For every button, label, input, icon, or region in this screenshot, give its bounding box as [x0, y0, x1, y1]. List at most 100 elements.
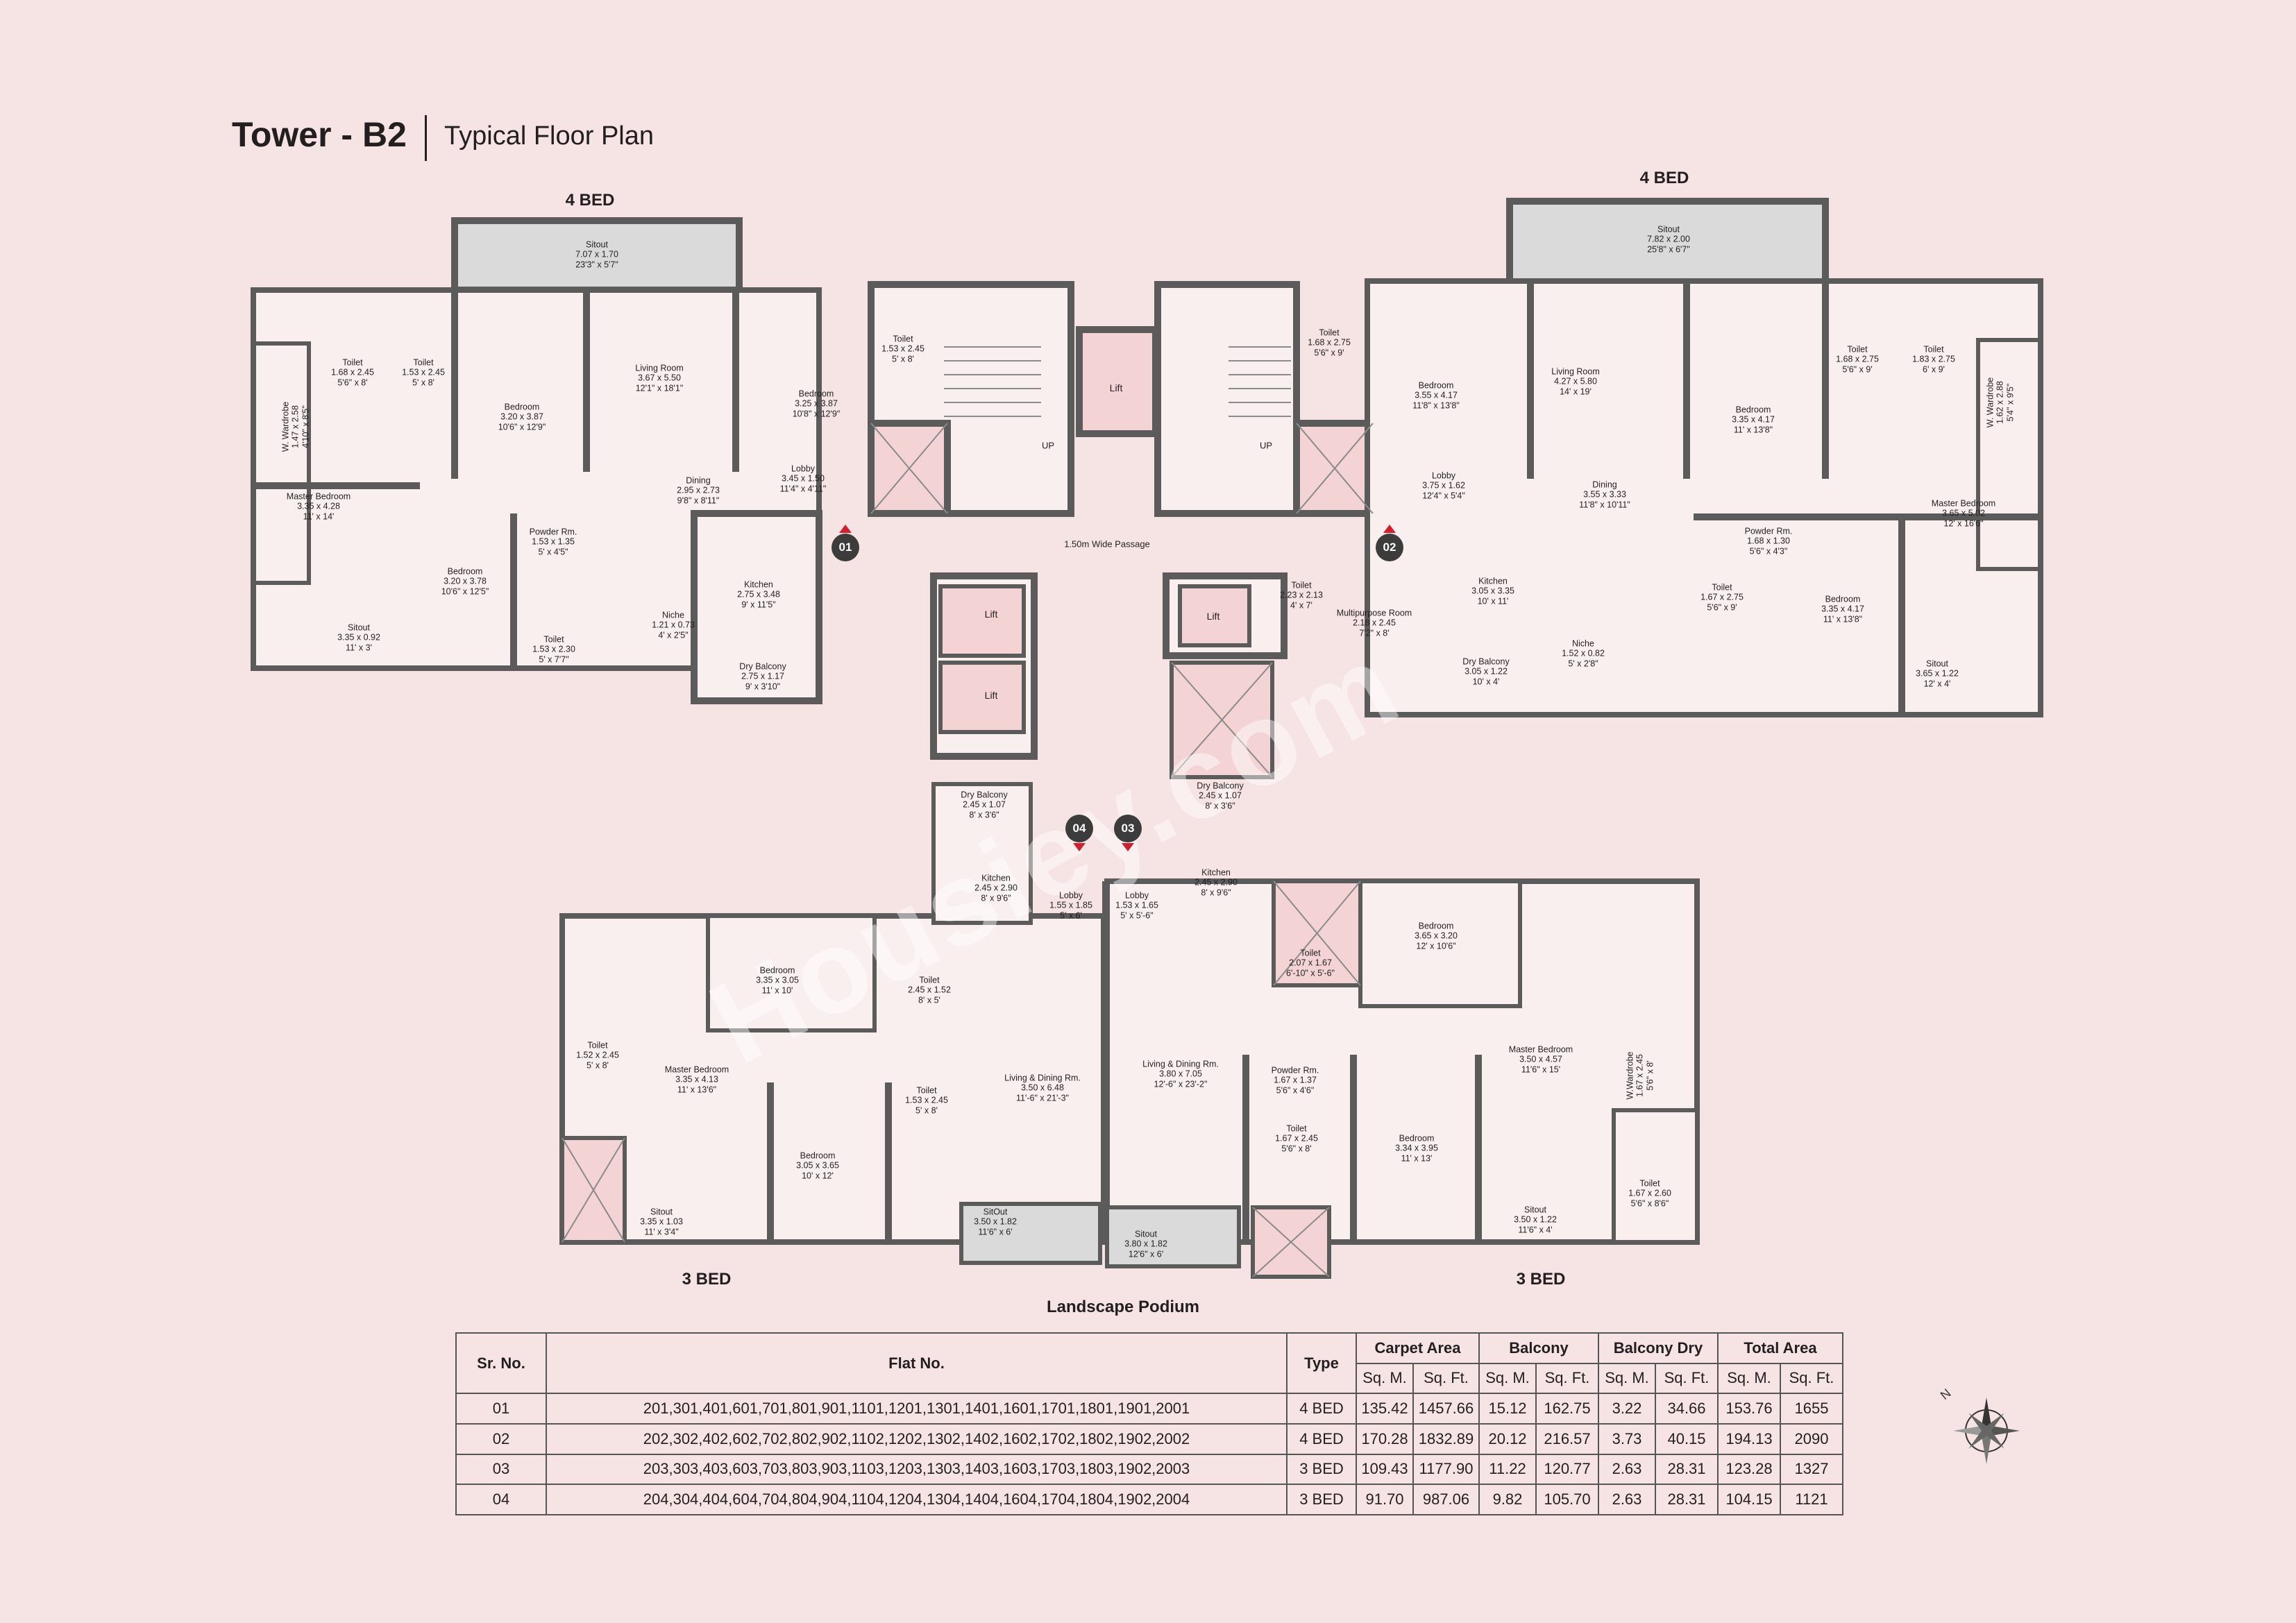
- table-cell: 1177.90: [1412, 1453, 1480, 1486]
- lift-label: Lift: [1109, 382, 1123, 393]
- table-cell: 15.12: [1478, 1393, 1537, 1425]
- table-cell: 135.42: [1356, 1393, 1414, 1425]
- table-cell: 2.63: [1598, 1453, 1656, 1486]
- table-header: Carpet Area: [1356, 1332, 1480, 1364]
- table-cell: 20.12: [1478, 1422, 1537, 1455]
- area-table: Sr. No. Flat No. Type Carpet Area Balcon…: [455, 1332, 1843, 1515]
- table-cell: 03: [455, 1453, 547, 1486]
- compass-icon: N: [1938, 1386, 2020, 1464]
- page-subtitle: Typical Floor Plan: [444, 121, 655, 151]
- table-cell: 120.77: [1535, 1453, 1599, 1486]
- table-subheader: Sq. Ft.: [1535, 1362, 1599, 1395]
- table-cell: 28.31: [1655, 1484, 1719, 1515]
- stair-up-label: UP: [1259, 440, 1273, 451]
- table-cell: 153.76: [1717, 1393, 1781, 1425]
- table-subheader: Sq. M.: [1598, 1362, 1656, 1395]
- table-cell: 34.66: [1655, 1393, 1719, 1425]
- table-cell: 105.70: [1535, 1484, 1599, 1515]
- table-cell: 2090: [1780, 1422, 1843, 1455]
- table-row: 02 202,302,402,602,702,802,902,1102,1202…: [455, 1422, 1843, 1455]
- title-divider: [425, 115, 427, 161]
- lift-label: Lift: [984, 690, 998, 701]
- wing-label-bottom-right: 3 BED: [1516, 1270, 1566, 1289]
- table-cell: 4 BED: [1286, 1422, 1357, 1455]
- table-cell: 170.28: [1356, 1422, 1414, 1455]
- stair-up-label: UP: [1041, 440, 1055, 451]
- table-cell: 1655: [1780, 1393, 1843, 1425]
- table-subheader: Sq. Ft.: [1412, 1362, 1480, 1395]
- table-cell: 40.15: [1655, 1422, 1719, 1455]
- table-cell: 162.75: [1535, 1393, 1599, 1425]
- table-subheader: Sq. Ft.: [1780, 1362, 1843, 1395]
- lift-label: Lift: [1206, 611, 1220, 622]
- table-cell: 203,303,403,603,703,803,903,1103,1203,13…: [546, 1453, 1288, 1486]
- table-cell: 02: [455, 1422, 547, 1455]
- table-subheader: Sq. M.: [1478, 1362, 1537, 1395]
- table-subheader: Sq. Ft.: [1655, 1362, 1719, 1395]
- table-cell: 1457.66: [1412, 1393, 1480, 1425]
- table-cell: 1121: [1780, 1484, 1843, 1515]
- landscape-podium-label: Landscape Podium: [1046, 1298, 1200, 1316]
- flat-callout-03: 03: [1114, 815, 1142, 842]
- table-cell: 109.43: [1356, 1453, 1414, 1486]
- table-header: Balcony Dry: [1598, 1332, 1719, 1364]
- table-cell: 1832.89: [1412, 1422, 1480, 1455]
- table-cell: 123.28: [1717, 1453, 1781, 1486]
- table-cell: 987.06: [1412, 1484, 1480, 1515]
- table-cell: 01: [455, 1393, 547, 1425]
- table-cell: 3 BED: [1286, 1453, 1357, 1486]
- table-row: 04 204,304,404,604,704,804,904,1104,1204…: [455, 1484, 1843, 1515]
- table-cell: 28.31: [1655, 1453, 1719, 1486]
- tr-sitout-wall: [1506, 198, 1829, 291]
- table-cell: 9.82: [1478, 1484, 1537, 1515]
- table-cell: 3.22: [1598, 1393, 1656, 1425]
- table-cell: 216.57: [1535, 1422, 1599, 1455]
- table-header: Flat No.: [546, 1332, 1288, 1395]
- table-subheader: Sq. M.: [1356, 1362, 1414, 1395]
- tr-unit-outline: [1365, 278, 2043, 717]
- table-cell: 194.13: [1717, 1422, 1781, 1455]
